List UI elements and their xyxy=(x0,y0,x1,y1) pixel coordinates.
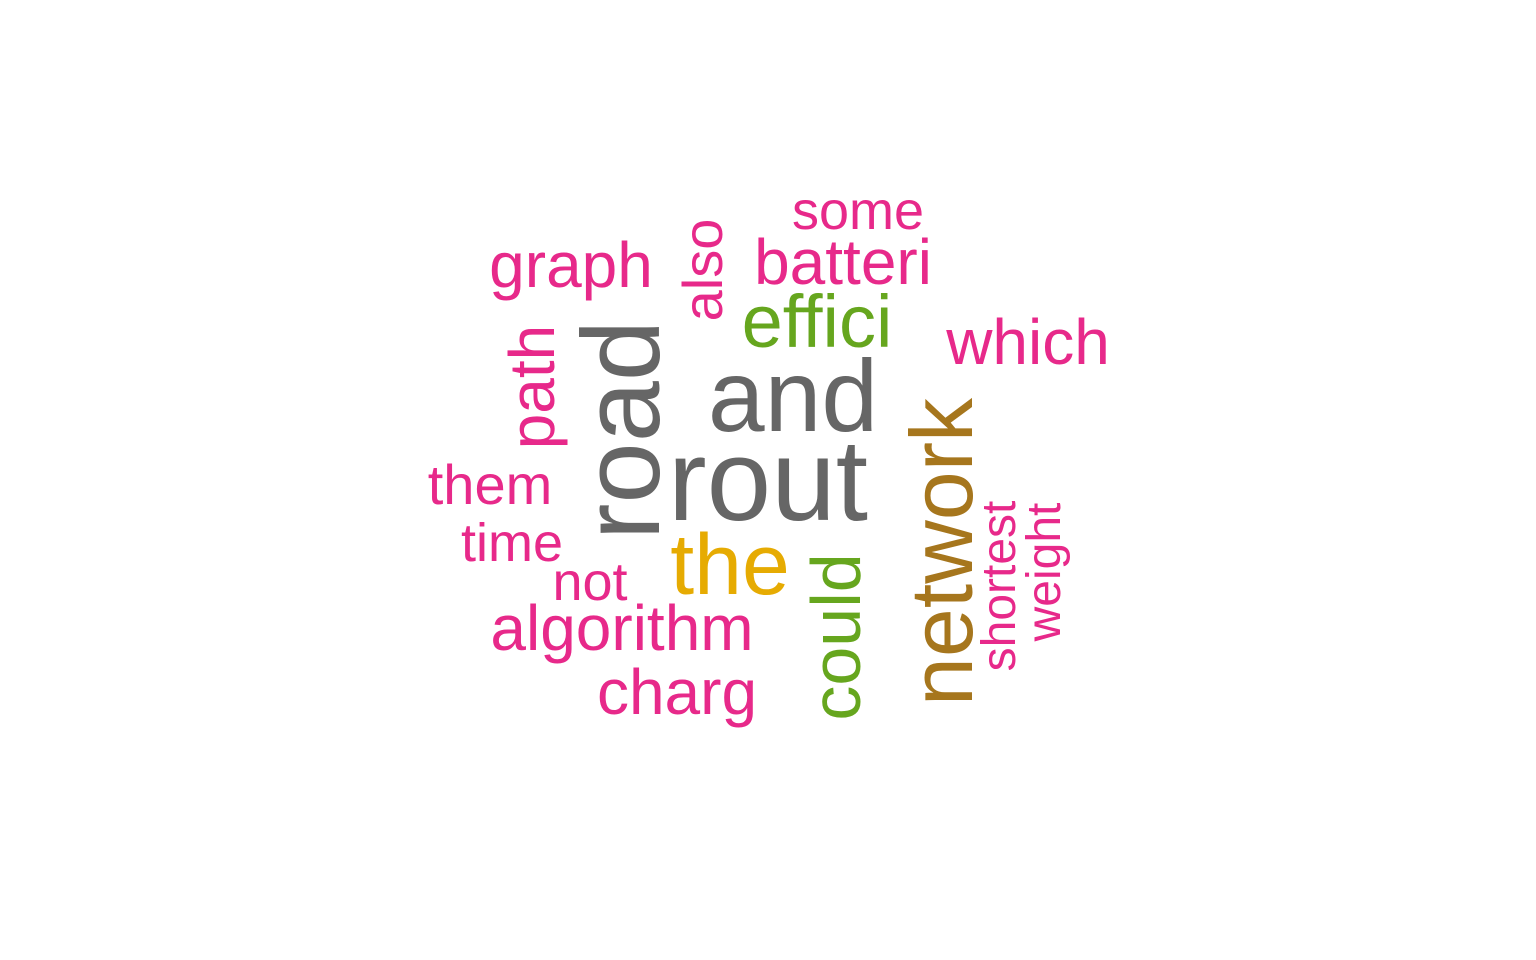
word-and: and xyxy=(707,339,879,453)
word-which: which xyxy=(946,306,1110,378)
word-rout: rout xyxy=(668,415,868,545)
word-time: time xyxy=(460,513,564,573)
word-graph: graph xyxy=(489,229,653,301)
word-weight: weight xyxy=(1018,502,1071,642)
word-batteri: batteri xyxy=(754,226,932,298)
word-path: path xyxy=(496,324,568,450)
word-effici: effici xyxy=(741,280,893,363)
word-the: the xyxy=(670,517,790,613)
word-charg: charg xyxy=(596,656,758,728)
word-also: also xyxy=(671,218,734,322)
word-road: road xyxy=(560,319,683,541)
word-shortest: shortest xyxy=(973,500,1026,672)
word-not: not xyxy=(552,552,628,612)
word-them: them xyxy=(427,453,553,516)
word-could: could xyxy=(797,553,875,721)
word-algorithm: algorithm xyxy=(490,592,754,664)
word-some: some xyxy=(791,181,925,241)
